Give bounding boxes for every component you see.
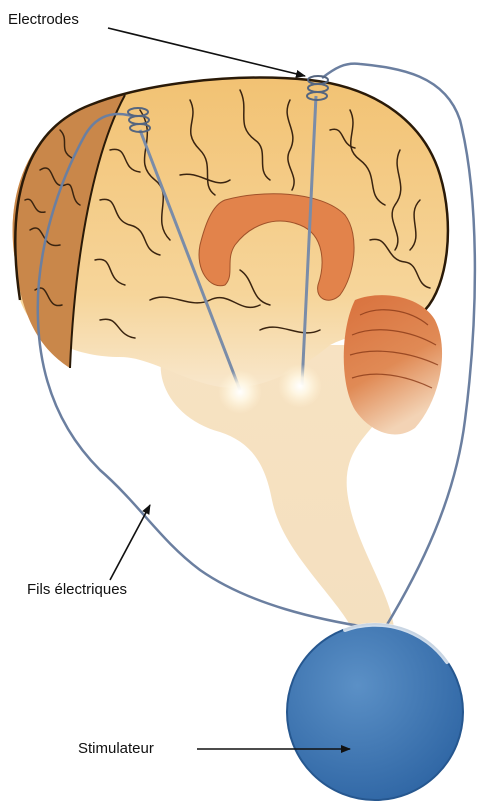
cerebellum — [344, 295, 442, 434]
wires-label: Fils électriques — [27, 581, 127, 598]
right-stimulation-glow — [278, 364, 322, 408]
wires-arrow — [110, 505, 150, 580]
stimulator-label: Stimulateur — [78, 740, 154, 757]
electrodes-label: Electrodes — [8, 11, 79, 28]
left-stimulation-glow — [218, 370, 262, 414]
electrodes-arrow — [108, 28, 305, 76]
